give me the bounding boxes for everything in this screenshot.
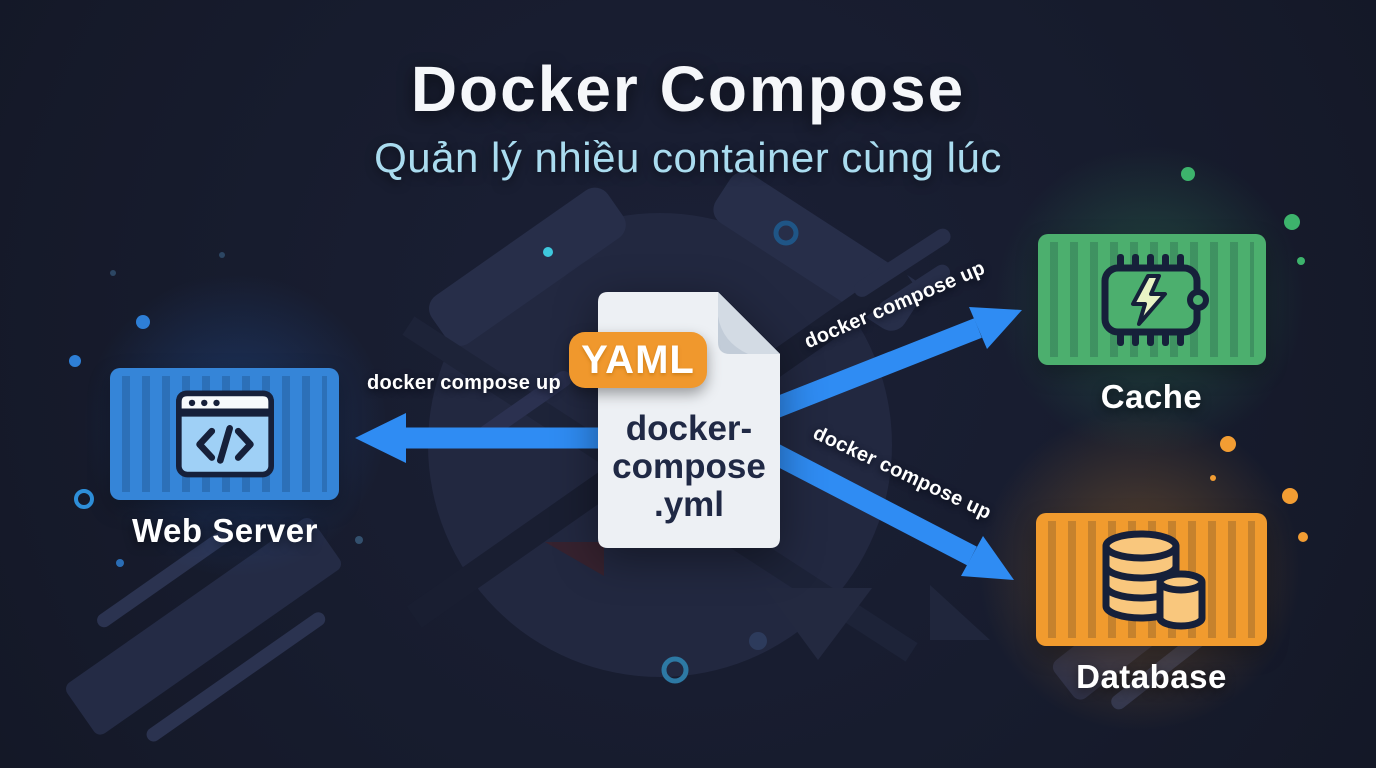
page-subtitle: Quản lý nhiều container cùng lúc [374, 134, 1002, 181]
service-web-server [110, 368, 339, 500]
filename-line: .yml [653, 485, 725, 524]
page-title: Docker Compose [410, 53, 966, 125]
memory-chip-icon [1101, 253, 1209, 346]
database-cylinder-icon [1102, 530, 1205, 629]
service-label-cache: Cache [1100, 378, 1203, 415]
service-database [1036, 513, 1267, 646]
arrow-to-cache [756, 307, 1022, 424]
blue-ring [74, 489, 94, 509]
compose-filename: docker- compose .yml [598, 410, 780, 524]
dark-blue-ring [773, 220, 799, 246]
filename-line: docker- [625, 409, 753, 448]
blue-dot [136, 315, 150, 329]
yaml-badge: YAML [569, 332, 707, 388]
orange-dot [1220, 436, 1236, 452]
arrow-to-database [755, 436, 1014, 580]
teal-dot [543, 247, 553, 257]
service-label-database: Database [1076, 658, 1227, 695]
filename-line: compose [612, 447, 766, 486]
green-dot [1181, 167, 1195, 181]
command-label-left: docker compose up [366, 372, 562, 394]
service-cache [1038, 234, 1266, 365]
teal-ring [661, 656, 689, 684]
browser-code-icon [175, 390, 274, 478]
service-label-web-server: Web Server [132, 512, 318, 549]
